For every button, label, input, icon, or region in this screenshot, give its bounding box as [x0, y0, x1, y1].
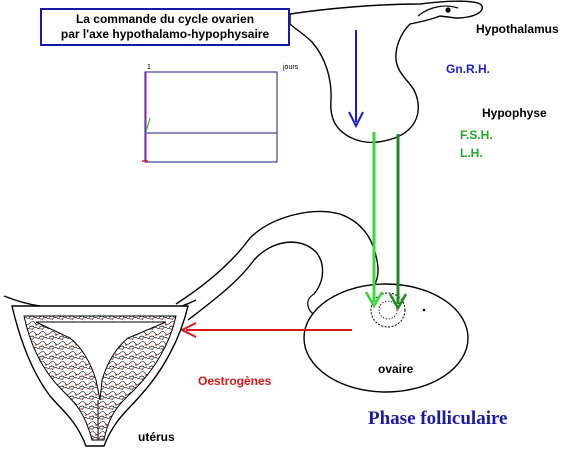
hypophyse-label: Hypophyse: [482, 106, 547, 120]
title-line-2: par l'axe hypothalamo-hypophysaire: [60, 27, 270, 41]
mini-graph-green-trace: [145, 117, 151, 133]
ovary-outline: [303, 283, 469, 393]
uterus-label: utérus: [138, 430, 175, 444]
mini-graph-unit-label: jours: [282, 64, 299, 71]
lh-arrow-head: [364, 291, 384, 309]
hypothalamus-label: Hypothalamus: [476, 22, 559, 36]
title-line-1: La commande du cycle ovarien: [75, 12, 255, 26]
title-box: La commande du cycle ovarien par l'axe h…: [40, 8, 290, 46]
uterine-cavity: [35, 321, 167, 401]
mini-graph-tick-label: 1: [147, 64, 151, 71]
hypothalamus-outline: [289, 0, 483, 144]
ovarian-follicle: [370, 292, 406, 328]
lh-label: L.H.: [460, 146, 483, 160]
oviduct-tube-inner: [187, 241, 324, 321]
gnrh-arrow-head: [348, 111, 364, 129]
phase-title: Phase folliculaire: [368, 408, 508, 429]
hypothalamus-fold: [417, 5, 459, 17]
follicle-inner: [378, 300, 398, 320]
gnrh-label: Gn.R.H.: [446, 62, 490, 76]
oestrogenes-label: Oestrogènes: [198, 374, 272, 388]
mini-graph-frame: [144, 71, 278, 163]
oviduct-tube: [175, 210, 379, 305]
ovaire-label: ovaire: [378, 362, 414, 376]
oocyte-dot: [422, 308, 426, 312]
hypothalamus-dot: [445, 7, 451, 13]
oestrogen-arrow-head: [179, 322, 197, 338]
fsh-label: F.S.H.: [460, 128, 493, 142]
fsh-arrow-head: [388, 293, 408, 311]
